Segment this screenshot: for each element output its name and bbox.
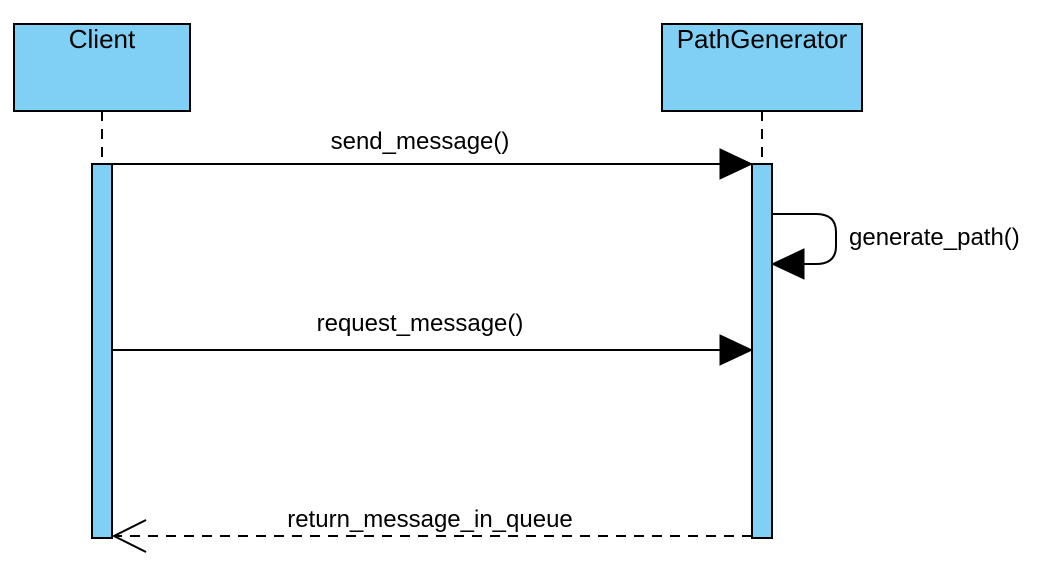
message-return-label: return_message_in_queue: [287, 506, 573, 533]
message-generate-path-loop: [772, 213, 837, 265]
message-generate-path[interactable]: generate_path(): [770, 213, 1020, 280]
participant-pathgenerator-label: PathGenerator: [677, 24, 848, 54]
message-generate-path-label: generate_path(): [849, 224, 1020, 251]
message-request-message[interactable]: request_message(): [112, 310, 754, 366]
filled-arrowhead-icon: [719, 148, 754, 180]
open-arrowhead-icon: [111, 519, 147, 553]
participant-pathgenerator[interactable]: PathGenerator: [661, 23, 863, 112]
participant-client-label: Client: [69, 24, 136, 54]
activation-bar-pathgenerator: [751, 163, 773, 539]
message-request-message-label: request_message(): [317, 310, 524, 337]
activation-bar-client: [91, 163, 113, 539]
message-send-message[interactable]: send_message(): [112, 128, 754, 180]
message-send-message-label: send_message(): [331, 128, 510, 155]
participant-client-box: [13, 23, 191, 112]
filled-arrowhead-icon: [719, 334, 754, 366]
filled-arrowhead-icon: [770, 248, 805, 280]
participant-client[interactable]: Client: [13, 23, 191, 112]
participant-pathgenerator-box: [661, 23, 863, 112]
message-return-message-in-queue[interactable]: return_message_in_queue: [111, 506, 752, 553]
